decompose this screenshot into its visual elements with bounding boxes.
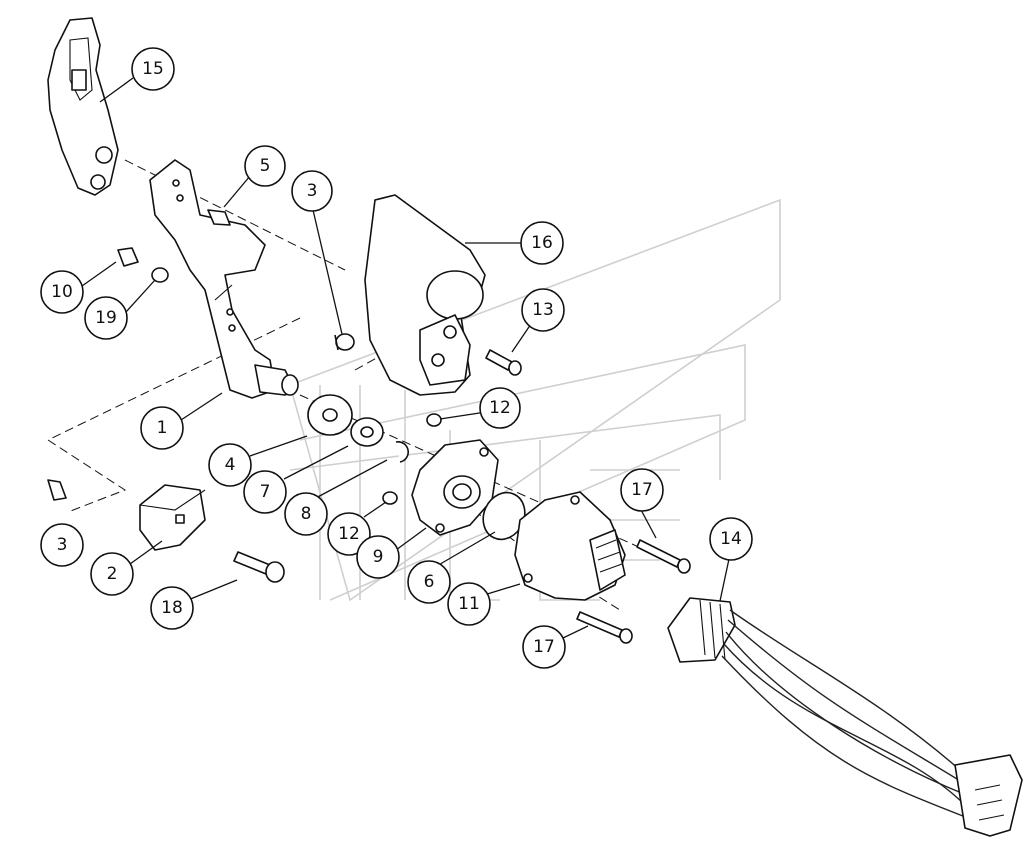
callout-label: 10 [51, 282, 73, 302]
callout-3-top: 3 [291, 170, 333, 212]
callout-label: 9 [373, 547, 384, 567]
callout-label: 6 [424, 572, 435, 592]
callout-6: 6 [407, 560, 451, 604]
callout-label: 16 [531, 233, 553, 253]
leader-lines [81, 77, 730, 639]
pedal-cover-part [364, 194, 486, 396]
callout-label: 15 [142, 59, 164, 79]
callout-label: 1 [157, 418, 168, 438]
sensor-housing-part [411, 439, 499, 536]
callout-12-bottom: 12 [327, 512, 371, 556]
pin-part [233, 551, 285, 583]
callout-label: 17 [533, 637, 555, 657]
callout-12-top: 12 [479, 387, 521, 429]
callout-label: 12 [338, 524, 360, 544]
callout-label: 5 [260, 156, 271, 176]
callout-17-bottom: 17 [522, 625, 566, 669]
block-part [139, 484, 206, 551]
callout-7: 7 [243, 470, 287, 514]
screws-part [576, 539, 691, 644]
bracket-plate-part [149, 159, 299, 399]
callout-label: 3 [307, 181, 318, 201]
callout-label: 11 [458, 594, 480, 614]
callout-label: 14 [720, 529, 742, 549]
callout-1: 1 [140, 406, 184, 450]
callout-label: 4 [225, 455, 236, 475]
callout-label: 7 [260, 482, 271, 502]
callout-18: 18 [150, 586, 194, 630]
washers [307, 394, 409, 463]
callout-label: 3 [57, 535, 68, 555]
callout-11: 11 [447, 582, 491, 626]
callout-4: 4 [208, 443, 252, 487]
callout-19: 19 [84, 296, 128, 340]
callout-label: 2 [107, 564, 118, 584]
callout-9: 9 [356, 535, 400, 579]
callout-17-top: 17 [620, 468, 664, 512]
callout-label: 18 [161, 598, 183, 618]
callout-8: 8 [284, 492, 328, 536]
sensor-body-part [514, 491, 626, 601]
callout-5: 5 [244, 145, 286, 187]
callout-13: 13 [521, 288, 565, 332]
callout-2: 2 [90, 552, 134, 596]
callout-label: 8 [301, 504, 312, 524]
callout-label: 17 [631, 480, 653, 500]
fasteners [47, 209, 442, 505]
wire-harness-part [667, 597, 1023, 837]
callout-label: 12 [489, 398, 511, 418]
callout-label: 13 [532, 300, 554, 320]
callout-15: 15 [131, 47, 175, 91]
callout-16: 16 [520, 221, 564, 265]
bolt-part [485, 349, 522, 376]
callout-14: 14 [709, 517, 753, 561]
callout-3-bottom: 3 [40, 523, 84, 567]
pedal-arm-part [47, 17, 119, 196]
callout-10: 10 [40, 270, 84, 314]
callout-label: 19 [95, 308, 117, 328]
